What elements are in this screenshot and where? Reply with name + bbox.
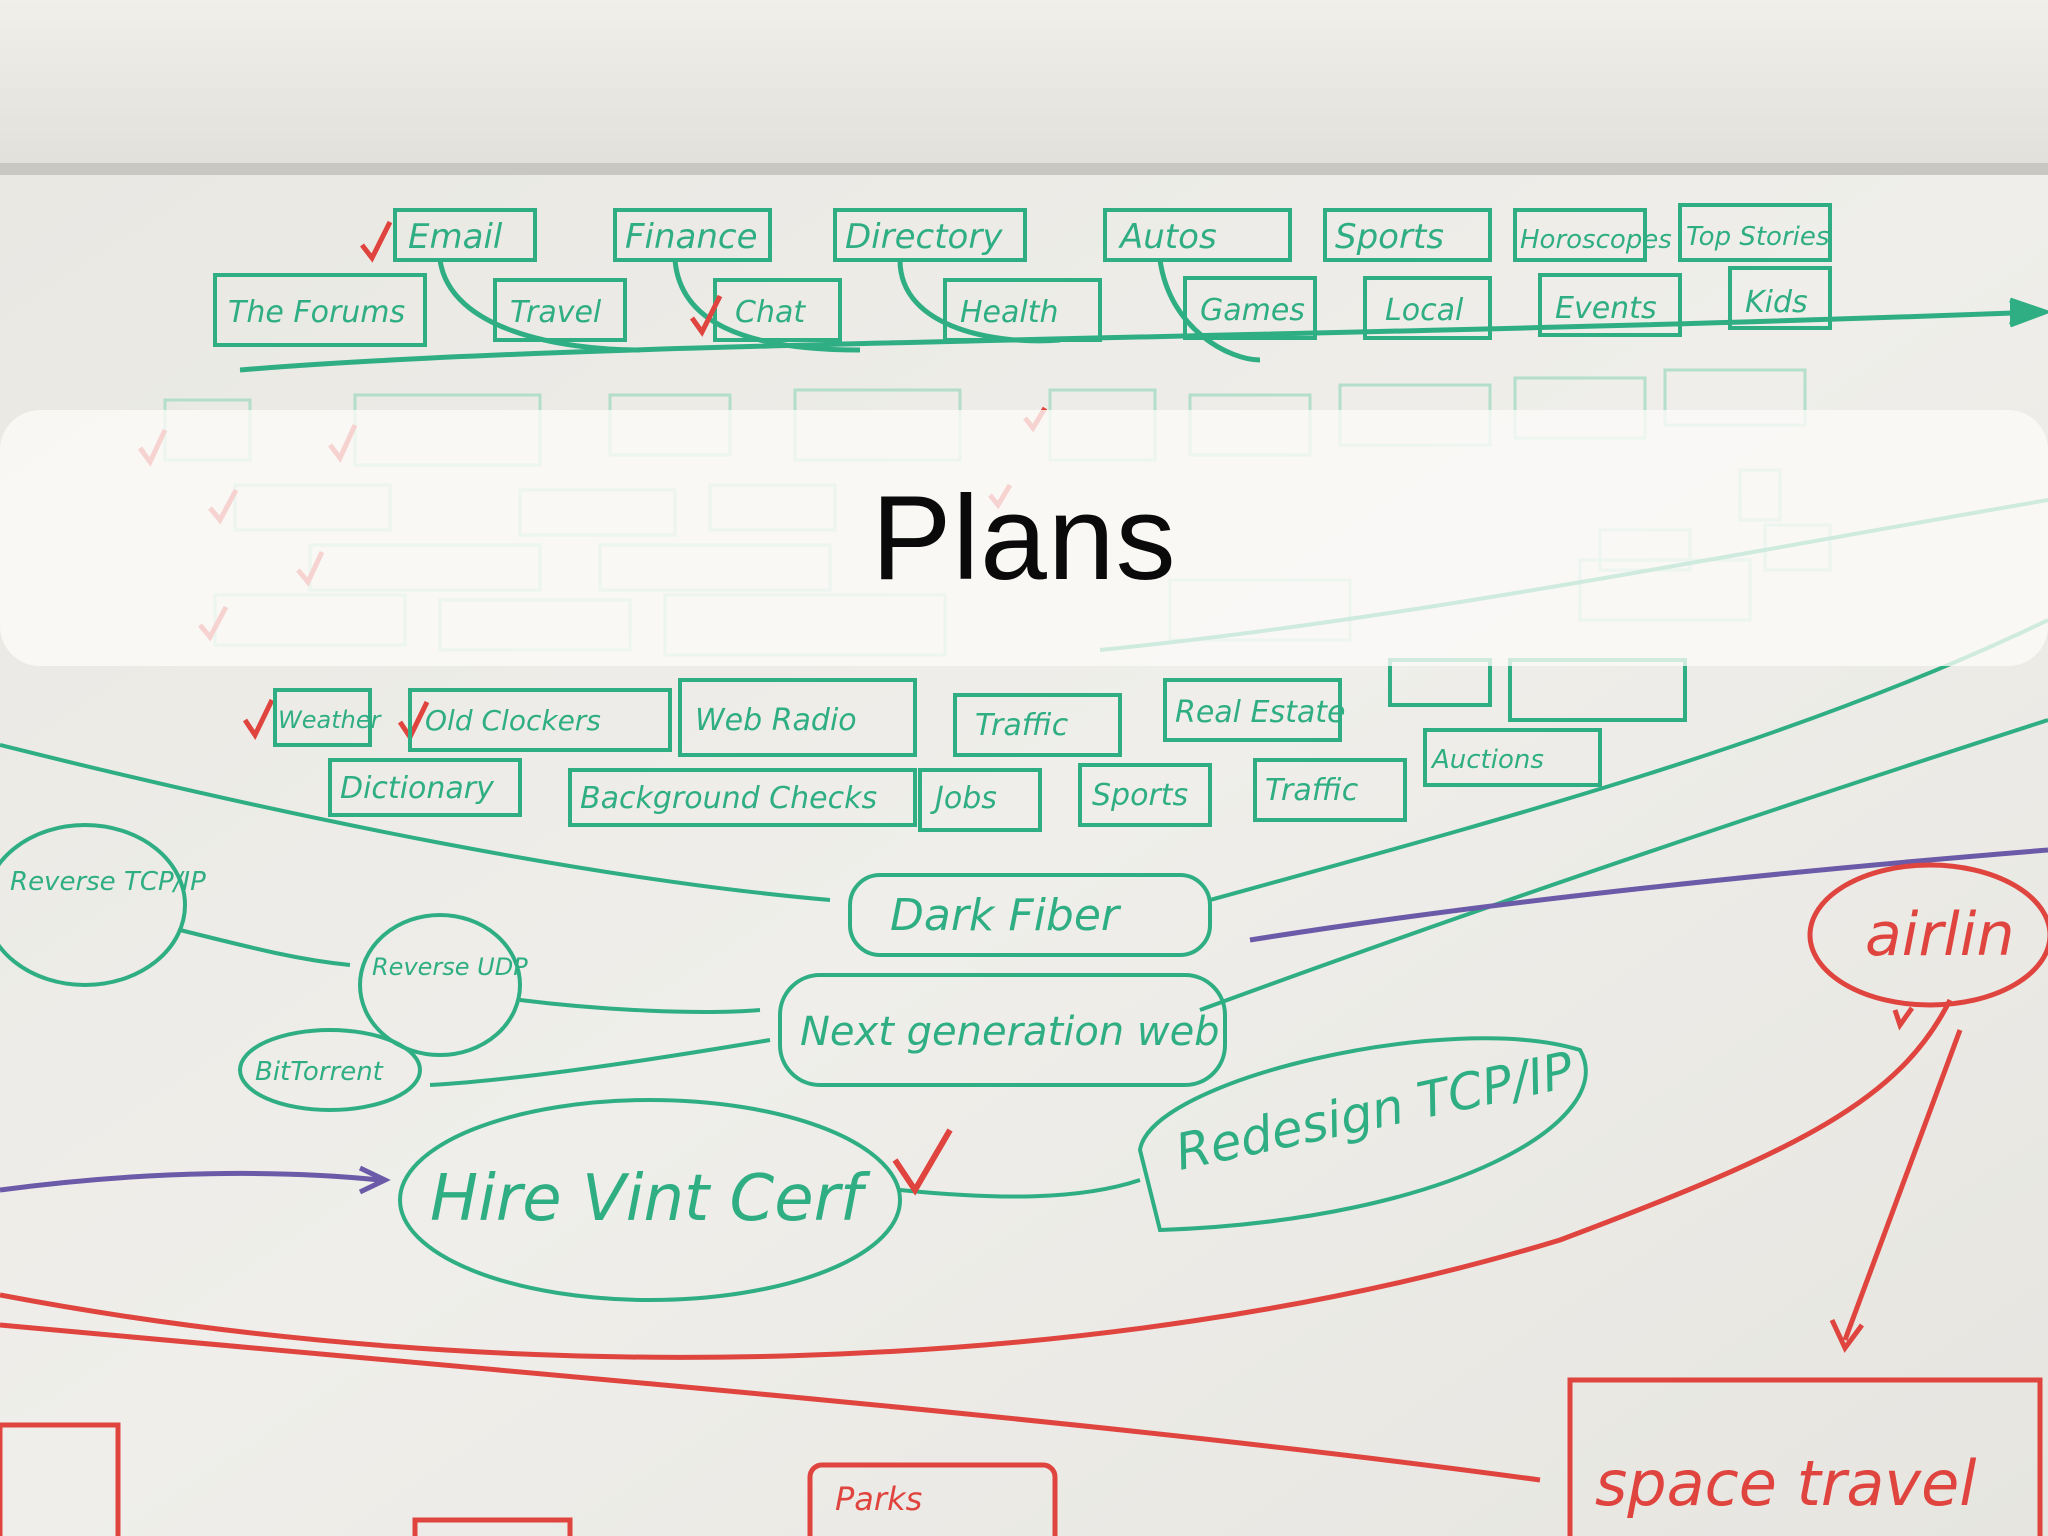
wall [0,0,2048,170]
vint-check [892,1128,953,1196]
label-hire-vint-cerf: Hire Vint Cerf [430,1162,871,1236]
label-sports-lower: Sports [1092,778,1188,813]
top-row-1 [393,203,1832,262]
board-frame [0,163,2048,175]
purple-lines [0,847,2048,1195]
lower-row-1-labels: Weather Old Clockers Web Radio Traffic R… [278,695,1346,743]
label-next-gen-web: Next generation web [800,1009,1220,1055]
lower-row-2-labels: Dictionary Background Checks Jobs Sports… [340,745,1544,816]
label-weather: Weather [278,706,383,734]
label-traffic-lower: Traffic [1265,773,1359,808]
label-auctions: Auctions [1430,745,1544,775]
label-old-clockers: Old Clockers [425,704,601,737]
label-real-estate: Real Estate [1175,695,1346,730]
label-kids: Kids [1745,285,1808,320]
top-row-2 [213,266,1832,347]
label-autos: Autos [1118,217,1217,257]
label-background-checks: Background Checks [580,781,877,816]
label-reverse-tcp-left: Reverse TCP/IP [10,867,206,897]
label-the-forums: The Forums [228,295,405,330]
label-dark-fiber: Dark Fiber [890,890,1122,941]
top-row-2-labels: The Forums Travel Chat Health Games Loca… [228,285,1808,330]
title-banner: Plans [0,410,2048,666]
top-arrow [239,259,2048,373]
label-email: Email [408,217,503,257]
label-jobs: Jobs [930,781,997,816]
label-space-travel: space travel [1595,1447,1976,1520]
label-top-stories: Top Stories [1686,222,1829,252]
red-lines [0,862,2048,1536]
label-sports-top: Sports [1335,217,1444,257]
red-labels: airlin space travel Parks [835,900,2014,1520]
label-local: Local [1385,293,1464,328]
label-bittorrent: BitTorrent [255,1057,384,1087]
label-traffic-upper: Traffic [975,708,1069,743]
label-horoscopes: Horoscopes [1520,225,1672,255]
board-surface [0,175,2048,1536]
label-airlines: airlin [1865,900,2014,970]
label-reverse-udp: Reverse UDP [372,953,528,981]
label-travel: Travel [510,295,602,330]
label-dictionary: Dictionary [340,771,495,806]
slide-title: Plans [871,471,1177,605]
top-row-1-labels: Email Finance Directory Autos Sports Hor… [408,217,1829,257]
label-games: Games [1200,293,1305,328]
label-parks: Parks [835,1480,922,1518]
lower-row-2 [328,728,1602,832]
label-directory: Directory [845,217,1003,257]
label-chat: Chat [735,295,806,330]
label-events: Events [1555,291,1657,326]
label-health: Health [960,295,1059,330]
label-web-radio: Web Radio [695,703,857,738]
bubble-shapes [0,823,1588,1302]
label-finance: Finance [625,217,758,257]
